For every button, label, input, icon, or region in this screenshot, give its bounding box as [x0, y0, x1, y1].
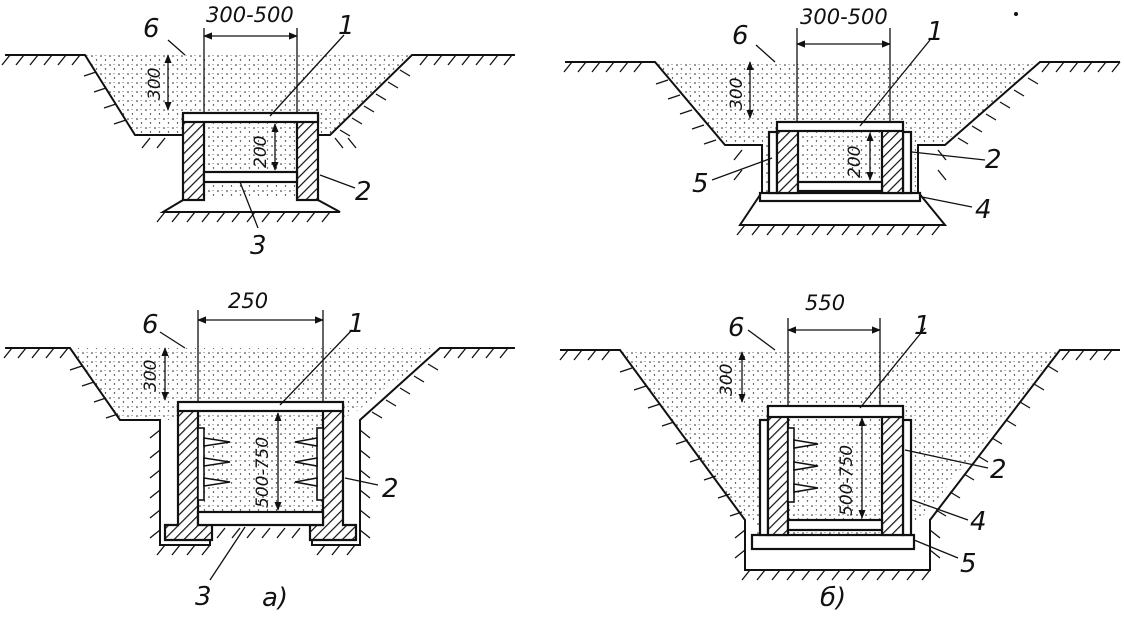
channel-wall-left: [766, 408, 790, 537]
label-cover: 1: [338, 11, 355, 41]
label-base: 3: [250, 231, 267, 261]
caption-b: б): [820, 583, 846, 613]
ground-hatch: [1, 54, 513, 223]
label-wall: 2: [985, 145, 1002, 175]
side-board-right: [901, 130, 913, 195]
label-fill: 6: [732, 21, 749, 51]
foundation-pad: [750, 533, 916, 551]
label-pad: 4: [970, 507, 987, 537]
height-dimension: 500-750: [837, 445, 857, 516]
cover-slab: [766, 404, 905, 419]
cable-brackets: [197, 427, 324, 501]
dot-mark: [1014, 12, 1018, 16]
ground-hatch: [563, 61, 1121, 236]
cover-slab: [181, 111, 320, 124]
panel-bottom-left: 250 300 500-750 6 1 2 3: [3, 289, 515, 612]
bottom-slab: [796, 180, 884, 193]
span-dimension: 550: [805, 291, 845, 315]
cover-depth-dimension: 300: [727, 78, 747, 110]
caption-a: а): [262, 583, 288, 613]
cover-slab: [176, 400, 345, 413]
span-dimension: 300-500: [800, 5, 888, 29]
cable-brackets: [787, 427, 819, 503]
label-wall: 2: [355, 177, 372, 207]
bottom-slab: [786, 518, 884, 532]
side-board-right: [901, 418, 913, 537]
label-side-board: 5: [960, 549, 977, 579]
side-board-left: [758, 418, 770, 537]
height-dimension: 500-750: [253, 437, 273, 508]
ground-line: [565, 61, 1120, 226]
cover-depth-dimension: 300: [717, 364, 737, 396]
label-base: 3: [195, 582, 212, 612]
span-dimension: 250: [228, 289, 268, 313]
label-cover: 1: [927, 17, 944, 47]
label-cover: 1: [348, 309, 365, 339]
height-dimension: 200: [845, 146, 865, 178]
channel-wall-right: [295, 113, 320, 202]
channel-wall-left: [181, 113, 206, 202]
channel-wall-right: [880, 128, 905, 195]
channel-wall-left: [775, 128, 800, 195]
span-dimension: 300-500: [206, 3, 294, 27]
panel-top-right: 300-500 300 200 6 1 2 4 5: [563, 5, 1121, 236]
cover-depth-dimension: 300: [145, 68, 165, 100]
side-board-left: [767, 130, 779, 195]
label-wall: 2: [382, 474, 399, 504]
label-fill: 6: [143, 14, 160, 44]
label-cover: 1: [914, 311, 931, 341]
cover-slab: [775, 120, 905, 133]
panel-bottom-right: 550 300 500-750 6 1 2 4 5: [559, 291, 1120, 581]
height-dimension: 200: [251, 136, 271, 168]
base-slab: [202, 170, 299, 184]
label-fill: 6: [142, 310, 159, 340]
base-slab: [196, 510, 325, 527]
panel-top-left: 300-500 300 200 6 1 2 3: [1, 3, 515, 261]
label-side-board: 5: [692, 169, 709, 199]
ground-hatch: [3, 347, 509, 556]
channel-wall-right: [880, 408, 905, 537]
ground-hatch: [559, 349, 1113, 581]
label-wall: 2: [990, 455, 1007, 485]
label-pad: 4: [975, 195, 992, 225]
ground-line: [560, 349, 1120, 571]
backfill-soil: [620, 350, 1060, 535]
label-fill: 6: [728, 313, 745, 343]
cover-depth-dimension: 300: [141, 360, 161, 392]
foundation-pad: [758, 191, 922, 203]
